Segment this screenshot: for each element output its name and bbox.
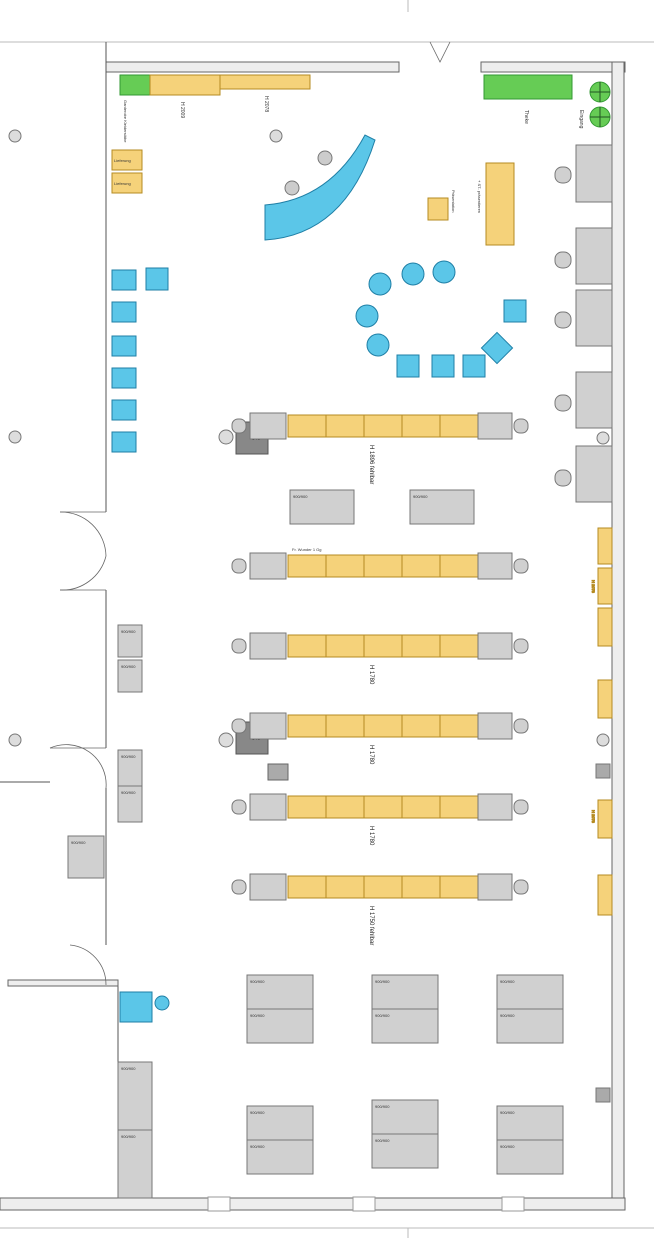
storage-boxes: Lieferung Lieferung	[111, 149, 143, 194]
row-note: Fr. Wunder 1 Gg	[292, 547, 322, 552]
row-label: H 1780	[368, 665, 374, 685]
row-label: H 1780	[368, 826, 374, 846]
desk-label: 900/900	[500, 1013, 515, 1018]
desk: 900/900	[67, 835, 105, 879]
desk: 900/900	[246, 1105, 314, 1141]
desk: 900/900	[117, 749, 143, 787]
right-wall-desks	[554, 144, 613, 503]
row-label: H 1896 fehlbar	[368, 445, 374, 484]
presentation-label: Präsentation	[451, 190, 456, 212]
desk-label: 900/900	[71, 840, 86, 845]
desk: 900/900	[117, 1129, 153, 1199]
row-label: H 1780	[368, 745, 374, 765]
front-shelf-label-2: H 2078	[263, 96, 269, 112]
desk-label: 900/900	[121, 1066, 136, 1071]
shelf-row: H 1780	[231, 632, 529, 685]
desk-label: 900/900	[413, 494, 428, 499]
door-arcs	[49, 41, 451, 986]
desk: 900/900	[371, 1133, 439, 1169]
desk-label: 900/900	[250, 1013, 265, 1018]
desk: 900/900	[289, 489, 355, 525]
wall-label-1: H 2078	[591, 580, 596, 594]
desk-groups: 900/900 900/900 900/900 900/900 900/900 900/9…	[67, 489, 564, 1199]
desk-label: 900/900	[250, 1144, 265, 1149]
presentation-stand: Präsentation + ST- präsentieren	[427, 162, 515, 246]
desk-label: 900/900	[121, 754, 136, 759]
desk-label: 900/900	[500, 1144, 515, 1149]
desk: 900/900	[496, 1008, 564, 1044]
desk: 900/900	[496, 1139, 564, 1175]
desk: 900/900	[246, 1008, 314, 1044]
desk-label: 900/900	[500, 1110, 515, 1115]
front-shelf: H 2009 H 2078 Garderobe Kleiderstäbe	[123, 74, 311, 143]
front-shelf-label: H 2009	[179, 102, 185, 118]
desk: 900/900	[496, 974, 564, 1010]
shelf-row: H 1750 fehlbar	[231, 873, 529, 945]
desk: 900/900	[246, 1139, 314, 1175]
desk: 900/900	[117, 785, 143, 823]
desk: 900/900	[371, 1099, 439, 1135]
round-tables	[355, 260, 527, 378]
storage-label-1: Lieferung	[114, 158, 131, 163]
desk: 900/900	[371, 974, 439, 1010]
desk: 900/900	[496, 1105, 564, 1141]
desk-label: 900/900	[375, 979, 390, 984]
desk-label: 900/900	[375, 1013, 390, 1018]
desk-label: 900/900	[250, 1110, 265, 1115]
presentation-sub: + ST- präsentieren	[477, 180, 482, 213]
garderobe-label: Garderobe Kleiderstäbe	[123, 100, 128, 143]
desk-label: 900/900	[121, 1134, 136, 1139]
desk-label: 900/900	[375, 1138, 390, 1143]
desk-label: 900/900	[121, 629, 136, 634]
desk-label: 900/900	[375, 1104, 390, 1109]
shelf-row: H 1896 fehlbar	[231, 412, 529, 484]
row-label: H 1750 fehlbar	[368, 906, 374, 945]
desk: 900/900	[117, 624, 143, 658]
desk-label: 900/900	[500, 979, 515, 984]
desk: 900/900	[246, 974, 314, 1010]
desk-label: 900/900	[121, 790, 136, 795]
desk: 900/900	[117, 1061, 153, 1131]
desk: 900/900	[409, 489, 475, 525]
shelf-row: Fr. Wunder 1 Gg	[231, 547, 529, 580]
columns	[8, 129, 610, 747]
blue-units-left	[111, 267, 169, 453]
desk-label: 900/900	[250, 979, 265, 984]
blue-unit-door	[119, 991, 170, 1023]
counter-area: Theke Eingang	[119, 74, 611, 129]
shelf-row: H 1780	[231, 712, 529, 765]
counter-label: Theke	[523, 110, 529, 124]
desk: 900/900	[371, 1008, 439, 1044]
storage-label-2: Lieferung	[114, 181, 131, 186]
desk: 900/900	[117, 659, 143, 693]
outer-walls	[0, 42, 626, 1212]
entrance-label: Eingang	[578, 110, 584, 129]
curved-counter	[264, 134, 376, 241]
desk-label: 900/900	[121, 664, 136, 669]
wall-label-2: H 2078	[591, 810, 596, 824]
desk-label: 900/900	[293, 494, 308, 499]
right-wall-shelves: H 2078 H 2078	[591, 527, 613, 1103]
shelf-row: H 1780	[231, 793, 529, 846]
